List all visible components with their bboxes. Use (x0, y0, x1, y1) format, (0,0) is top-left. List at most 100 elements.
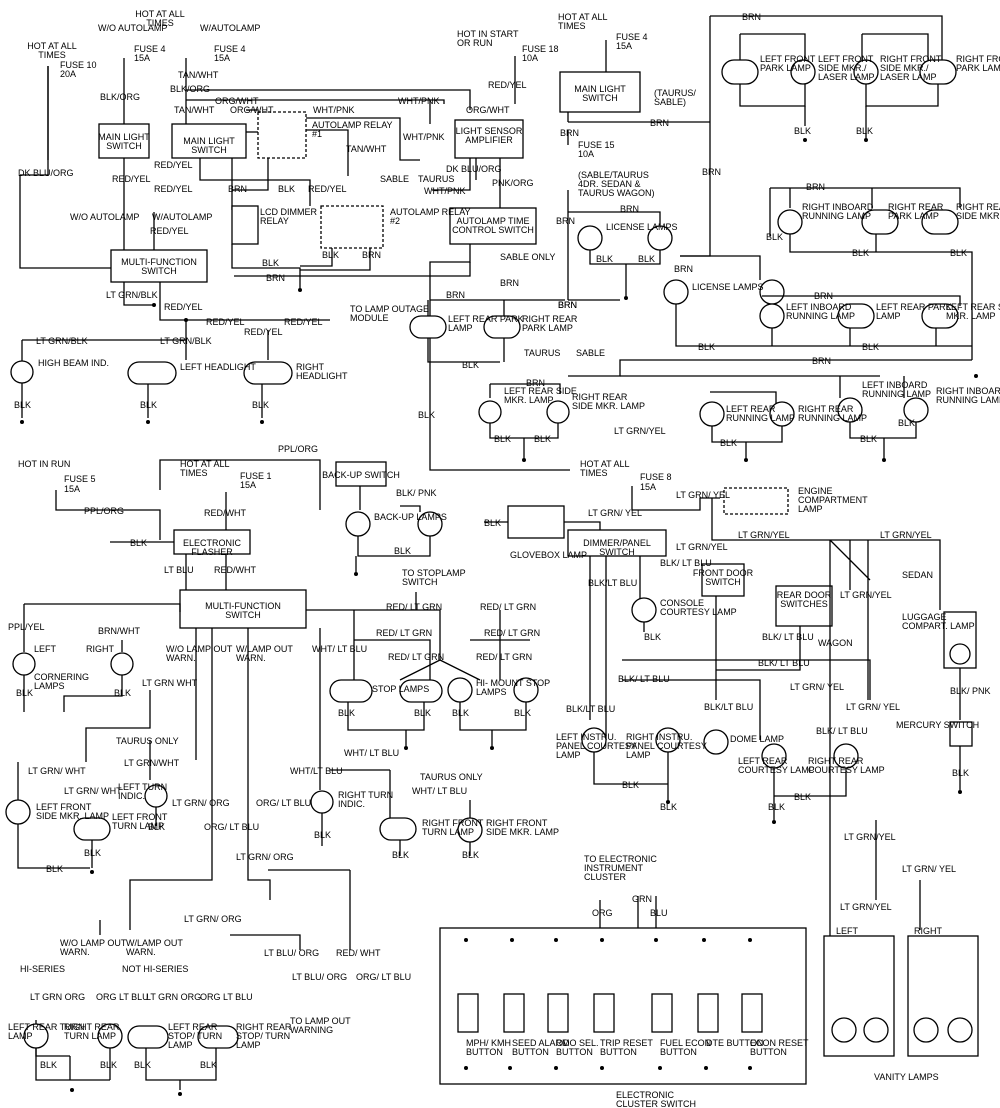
econ-reset-switch (741, 993, 763, 1033)
mph-kmh-switch (457, 993, 479, 1033)
label-wht-pnk-4: WHT/PNK (424, 186, 466, 196)
label-red-yel-9: RED/YEL (244, 327, 283, 337)
label-lt-grn-blk-3: LT GRN/BLK (160, 336, 212, 346)
label-red-yel-8: RED/YEL (284, 317, 323, 327)
label-high-beam: HIGH BEAM IND. (38, 358, 109, 368)
engine-compartment-lamp-box (723, 487, 789, 515)
label-blk-org-1: BLK/ORG (100, 92, 140, 102)
right-cornering-lamp (110, 652, 134, 676)
label-dk-blu-org-1: DK BLU/ORG (18, 168, 74, 178)
label-fuse15: FUSE 15 (578, 140, 615, 150)
dte-switch (697, 993, 719, 1033)
label-fuse4b-amp: 15A (214, 53, 230, 63)
label-blk-19: BLK (862, 342, 879, 352)
label-blk-25: BLK (16, 688, 33, 698)
label-lt-blu-org-2: LT BLU/ ORG (292, 972, 347, 982)
label-lt-grn-wht-2: LT GRN/ WHT (28, 766, 86, 776)
label-lt-grn-wht-3: LT GRN/WHT (124, 758, 180, 768)
label-sable-2: SABLE (576, 348, 605, 358)
autolamp-relay-2-box (320, 205, 384, 249)
label-org-wht-2: ORG/WHT (230, 105, 274, 115)
label-wo-autolamp-2: W/O AUTOLAMP (70, 212, 139, 222)
label-lt-grn-yel-5: LT GRN/YEL (676, 542, 728, 552)
label-fuse8-amp: 15A (640, 482, 656, 492)
label-blk-11: BLK (596, 254, 613, 264)
right-rear-stop-turn-lamp (197, 1025, 239, 1049)
mercury-switch-box (949, 721, 973, 747)
label-lt-grn-blk-2: LT GRN/BLK (36, 336, 88, 346)
label-blk-10: BLK (534, 434, 551, 444)
label-license-lamps-2: LICENSE LAMPS (692, 282, 764, 292)
label-blk-28: BLK (414, 708, 431, 718)
label-brn-18: BRN (812, 356, 831, 366)
multi-function-switch-box-1 (110, 249, 208, 283)
label-wht-pnk-2: WHT/PNK (398, 96, 440, 106)
label-red-yel-4: RED/YEL (308, 184, 347, 194)
label-blk-22: BLK (898, 418, 915, 428)
label-right-vanity: RIGHT (914, 926, 943, 936)
label-blk-lt-blu-3: BLK/ LT BLU (762, 632, 814, 642)
label-blk-43: BLK (622, 780, 639, 790)
label-ppl-org-1: PPL/ORG (84, 506, 124, 516)
label-blk-2: BLK (262, 258, 279, 268)
label-blk-29: BLK (452, 708, 469, 718)
right-headlight-lamp (243, 361, 293, 385)
label-lt-grn-blk-1: LT GRN/BLK (106, 290, 158, 300)
label-autolamp-relay-2: AUTOLAMP RELAY#2 (390, 207, 471, 226)
label-blk-pnk-1: BLK/ PNK (396, 488, 437, 498)
right-front-turn-lamp (379, 817, 417, 841)
trip-reset-switch (593, 993, 615, 1033)
label-brn-8: BRN (560, 128, 579, 138)
label-fuse4a-amp: 15A (134, 53, 150, 63)
label-lt-grn-yel-6: LT GRN/YEL (880, 530, 932, 540)
label-taurus-sable: (TAURUS/SABLE) (654, 88, 696, 107)
left-headlight-lamp (127, 361, 177, 385)
label-lt-grn-wht-4: LT GRN/ WHT (64, 786, 122, 796)
glovebox-lamp-box (507, 505, 565, 539)
label-red-lt-grn-6: RED/ LT GRN (476, 652, 532, 662)
label-lt-grn-org-4: LT GRN ORG (30, 992, 85, 1002)
label-blk-23: BLK (130, 538, 147, 548)
label-org-lt-blu-3: ORG/ LT BLU (356, 972, 411, 982)
label-pnk-org: PNK/ORG (492, 178, 534, 188)
license-lamp-right-2 (759, 279, 785, 305)
label-fuse4a: FUSE 4 (134, 44, 166, 54)
label-left-vanity: LEFT (836, 926, 859, 936)
stop-lamp-right (399, 679, 443, 703)
odo-sel-switch (547, 993, 569, 1033)
label-blk-41: BLK (484, 518, 501, 528)
label-blk-8: BLK (418, 410, 435, 420)
hi-mount-stop-lamp-left (447, 677, 473, 703)
left-front-park-lamp (721, 59, 759, 85)
label-ppl-org-2: PPL/ORG (278, 444, 318, 454)
label-blk-lt-blu-5: BLK/ LT BLU (618, 674, 670, 684)
label-wht-lt-blu-1: WHT/ LT BLU (312, 644, 367, 654)
left-cornering-lamp (12, 652, 36, 676)
label-fuse8: FUSE 8 (640, 472, 672, 482)
